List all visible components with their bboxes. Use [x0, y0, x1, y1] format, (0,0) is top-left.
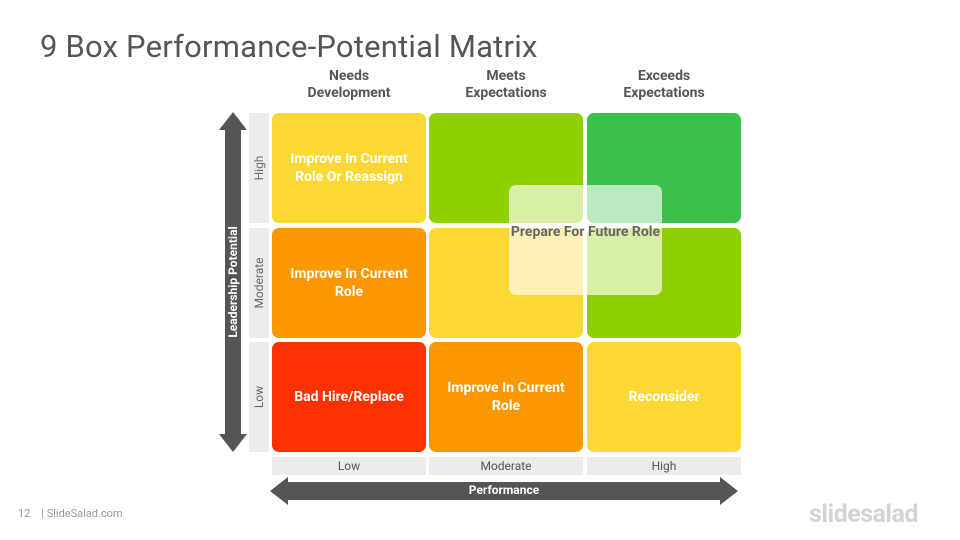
cell-moderate-low: Improve In Current Role — [272, 228, 426, 338]
cell-high-low: Improve In Current Role Or Reassign — [272, 113, 426, 223]
column-label-high: High — [587, 457, 741, 475]
cell-low-moderate: Improve In Current Role — [429, 342, 583, 452]
column-header-meets-expectations: Meets Expectations — [465, 68, 547, 101]
leadership-potential-label: Leadership Potential — [226, 226, 240, 338]
cell-low-low: Bad Hire/Replace — [272, 342, 426, 452]
future-role-overlay-text: Prepare For Future Role — [510, 224, 661, 240]
page-title: 9 Box Performance-Potential Matrix — [40, 28, 538, 65]
page-number: 12 — [18, 507, 31, 520]
column-header-exceeds-expectations: Exceeds Expectations — [623, 68, 705, 101]
column-label-low: Low — [272, 457, 426, 475]
leadership-potential-arrow — [219, 112, 247, 452]
future-role-overlay — [509, 185, 662, 295]
row-label-low: Low — [249, 342, 269, 452]
slidesalad-logo: slidesalad — [809, 500, 918, 529]
cell-low-high: Reconsider — [587, 342, 741, 452]
performance-label: Performance — [468, 483, 540, 497]
column-label-moderate: Moderate — [429, 457, 583, 475]
row-label-high: High — [249, 113, 269, 223]
column-header-needs-development: Needs Development — [307, 68, 391, 101]
performance-arrow — [270, 477, 738, 505]
footer-source: | SlideSalad.com — [41, 507, 123, 520]
footer: 12 | SlideSalad.com — [18, 507, 123, 520]
row-label-moderate: Moderate — [249, 228, 269, 338]
